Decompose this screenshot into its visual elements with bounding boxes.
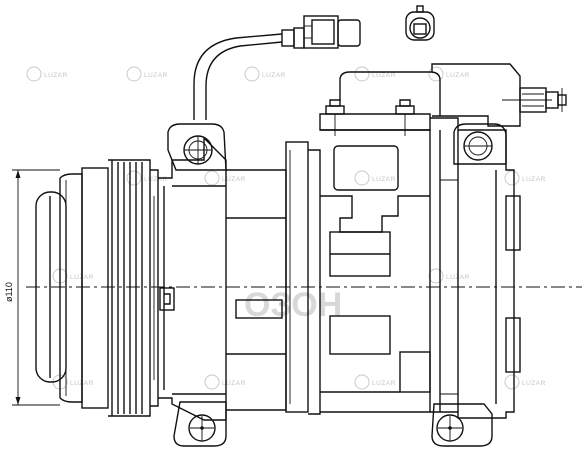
control-valve (339, 63, 567, 127)
watermark-mark: LUZAR (26, 66, 68, 82)
rear-end-cap (430, 117, 521, 419)
svg-text:LUZAR: LUZAR (522, 176, 546, 183)
svg-text:LUZAR: LUZAR (372, 72, 396, 79)
wire-connector (281, 15, 361, 49)
front-housing (158, 136, 227, 421)
service-port-right (395, 99, 415, 136)
clutch-front-plate (35, 173, 83, 403)
diameter-label: ø110 (4, 282, 14, 302)
pulley (81, 159, 159, 417)
front-bottom-mount-lug (173, 401, 227, 447)
svg-text:LUZAR: LUZAR (144, 72, 168, 79)
rear-housing (319, 113, 431, 413)
svg-text:LUZAR: LUZAR (372, 380, 396, 387)
watermark-mark: LUZAR (204, 374, 246, 390)
rear-top-mount-lug (453, 123, 507, 165)
svg-text:LUZAR: LUZAR (222, 176, 246, 183)
cylinder-body (226, 141, 321, 415)
watermark-mark: LUZAR (354, 374, 396, 390)
svg-text:LUZAR: LUZAR (522, 380, 546, 387)
watermark-mark: LUZAR (354, 66, 396, 82)
watermark-mark: LUZAR (126, 66, 168, 82)
watermark-mark: LUZAR (504, 374, 546, 390)
watermark-mark: LUZAR (428, 66, 470, 82)
service-port-left (325, 99, 345, 136)
svg-text:LUZAR: LUZAR (44, 72, 68, 79)
diameter-dimension: ø110 (4, 169, 60, 406)
connector-end-view (405, 5, 435, 41)
watermark-mark: LUZAR (52, 374, 93, 390)
watermark-mark: LUZAR (354, 170, 396, 186)
svg-text:LUZAR: LUZAR (446, 72, 470, 79)
watermark-mark: LUZAR (244, 66, 286, 82)
svg-text:LUZAR: LUZAR (372, 176, 396, 183)
front-top-mount-lug (167, 123, 227, 171)
clutch-wire (193, 33, 283, 120)
svg-text:LUZAR: LUZAR (222, 380, 246, 387)
watermark-mark: LUZAR (126, 170, 168, 186)
svg-text:LUZAR: LUZAR (262, 72, 286, 79)
watermark-mark: LUZAR (52, 268, 93, 284)
watermark-mark: LUZAR (204, 170, 246, 186)
watermark-mark: LUZAR (428, 268, 469, 284)
svg-text:LUZAR: LUZAR (144, 176, 168, 183)
watermark-mark: LUZAR (504, 170, 546, 186)
rear-bottom-mount-lug (431, 403, 493, 447)
